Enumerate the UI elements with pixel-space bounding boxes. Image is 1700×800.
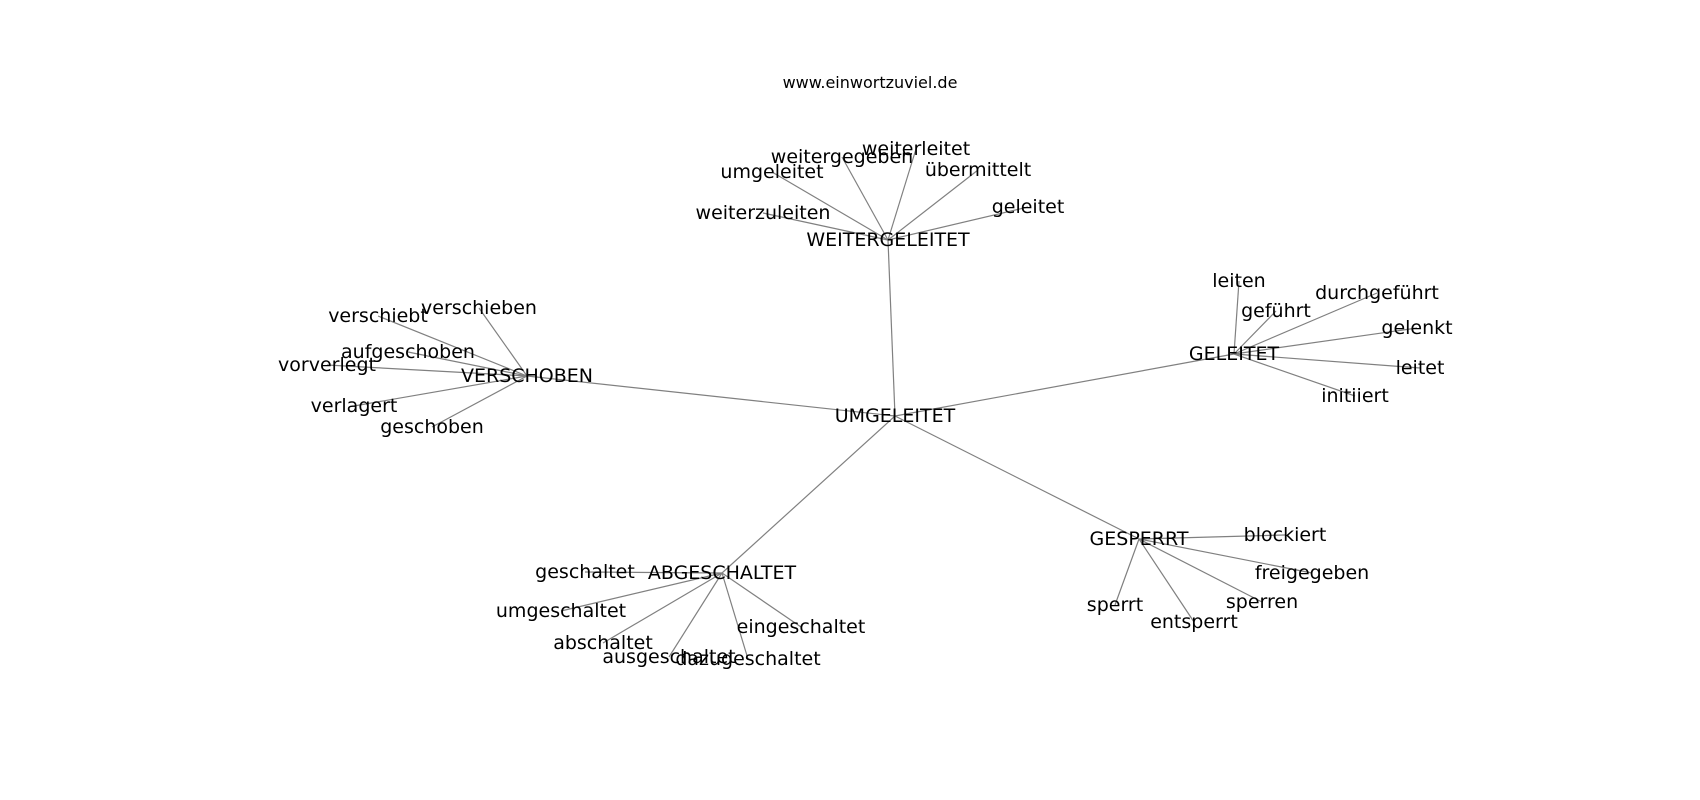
edge-abgeschaltet-dazugeschaltet (721, 572, 749, 660)
node-verlagert: verlagert (311, 395, 398, 417)
node-durchgefuehrt: durchgeführt (1315, 282, 1439, 304)
node-verschiebt: verschiebt (328, 305, 428, 327)
node-abgeschaltet: ABGESCHALTET (648, 562, 797, 584)
edge-abgeschaltet-ausgeschaltet (668, 572, 723, 658)
edge-verschoben-verlagert (353, 375, 528, 407)
edge-geleitet-initiiert (1233, 353, 1356, 397)
edge-weitergeleitet-weiterleitet (887, 148, 917, 241)
node-verschieben: verschieben (421, 297, 537, 319)
node-geschoben: geschoben (380, 416, 484, 438)
edge-umgeleitet-geleitet (894, 353, 1235, 417)
node-weitergeleitet: WEITERGELEITET (806, 229, 970, 251)
edge-gesperrt-sperrt (1114, 538, 1140, 606)
edge-abgeschaltet-umgeschaltet (560, 572, 723, 612)
node-geschaltet: geschaltet (535, 561, 635, 583)
node-abschaltet: abschaltet (553, 632, 653, 654)
node-geleitet: geleitet (992, 196, 1065, 218)
node-weitergegeben: weitergegeben (771, 146, 913, 168)
edge-weitergeleitet-uebermittelt (887, 169, 979, 241)
edge-geleitet-gelenkt (1233, 327, 1418, 355)
edge-umgeleitet-abgeschaltet (721, 415, 896, 574)
graph-nodes: UMGELEITETWEITERGELEITETweiterleitetweit… (278, 138, 1453, 670)
edge-verschoben-verschieben (478, 307, 528, 377)
edge-verschoben-geschoben (431, 375, 528, 428)
node-entsperrt: entsperrt (1150, 611, 1238, 633)
node-ausgeschaltet: ausgeschaltet (602, 646, 735, 668)
node-freigegeben: freigegeben (1255, 562, 1369, 584)
node-sperren: sperren (1226, 591, 1298, 613)
node-gelenkt: gelenkt (1381, 317, 1452, 339)
node-leiten: leiten (1212, 270, 1265, 292)
edge-geleitet-leiten (1233, 280, 1240, 355)
node-verschoben: VERSCHOBEN (461, 365, 593, 387)
node-gefuehrt: geführt (1241, 300, 1311, 322)
site-url: www.einwortzuviel.de (783, 73, 958, 92)
node-vorverlegt: vorverlegt (278, 354, 376, 376)
edge-umgeleitet-verschoben (526, 375, 896, 417)
edge-weitergeleitet-geleitet (887, 206, 1029, 241)
node-dazugeschaltet: dazugeschaltet (675, 648, 820, 670)
edge-weitergeleitet-weiterzuleiten (762, 212, 889, 241)
edge-geleitet-leitet (1233, 353, 1421, 369)
node-aufgeschoben: aufgeschoben (341, 341, 475, 363)
edge-gesperrt-freigegeben (1138, 538, 1313, 574)
node-weiterleitet: weiterleitet (862, 138, 970, 160)
edge-verschoben-vorverlegt (326, 364, 528, 377)
node-leitet: leitet (1396, 357, 1445, 379)
edge-verschoben-verschiebt (377, 315, 528, 377)
edge-abgeschaltet-eingeschaltet (721, 572, 802, 628)
node-initiiert: initiiert (1321, 385, 1389, 407)
graph-edges (326, 148, 1421, 660)
edge-geleitet-durchgefuehrt (1233, 292, 1378, 355)
node-uebermittelt: übermittelt (925, 159, 1031, 181)
edge-umgeleitet-gesperrt (894, 415, 1140, 540)
edge-gesperrt-sperren (1138, 538, 1263, 603)
node-weiterzuleiten: weiterzuleiten (696, 202, 831, 224)
node-umgeschaltet: umgeschaltet (496, 600, 626, 622)
node-eingeschaltet: eingeschaltet (737, 616, 866, 638)
node-sperrt: sperrt (1087, 594, 1143, 616)
edge-gesperrt-entsperrt (1138, 538, 1195, 623)
edge-verschoben-aufgeschoben (407, 351, 528, 377)
edge-abgeschaltet-abschaltet (602, 572, 723, 644)
node-blockiert: blockiert (1244, 524, 1327, 546)
edge-umgeleitet-weitergeleitet (887, 239, 896, 417)
edge-abgeschaltet-geschaltet (584, 571, 723, 574)
edge-gesperrt-blockiert (1138, 534, 1286, 540)
node-umgeleitet: UMGELEITET (835, 405, 956, 427)
node-geleitet: GELEITET (1189, 343, 1280, 365)
edge-weitergeleitet-umgeleitet (771, 171, 889, 241)
node-umgeleitet: umgeleitet (720, 161, 823, 183)
edge-weitergeleitet-weitergegeben (841, 156, 889, 241)
edge-geleitet-gefuehrt (1233, 310, 1277, 355)
node-gesperrt: GESPERRT (1090, 528, 1189, 550)
